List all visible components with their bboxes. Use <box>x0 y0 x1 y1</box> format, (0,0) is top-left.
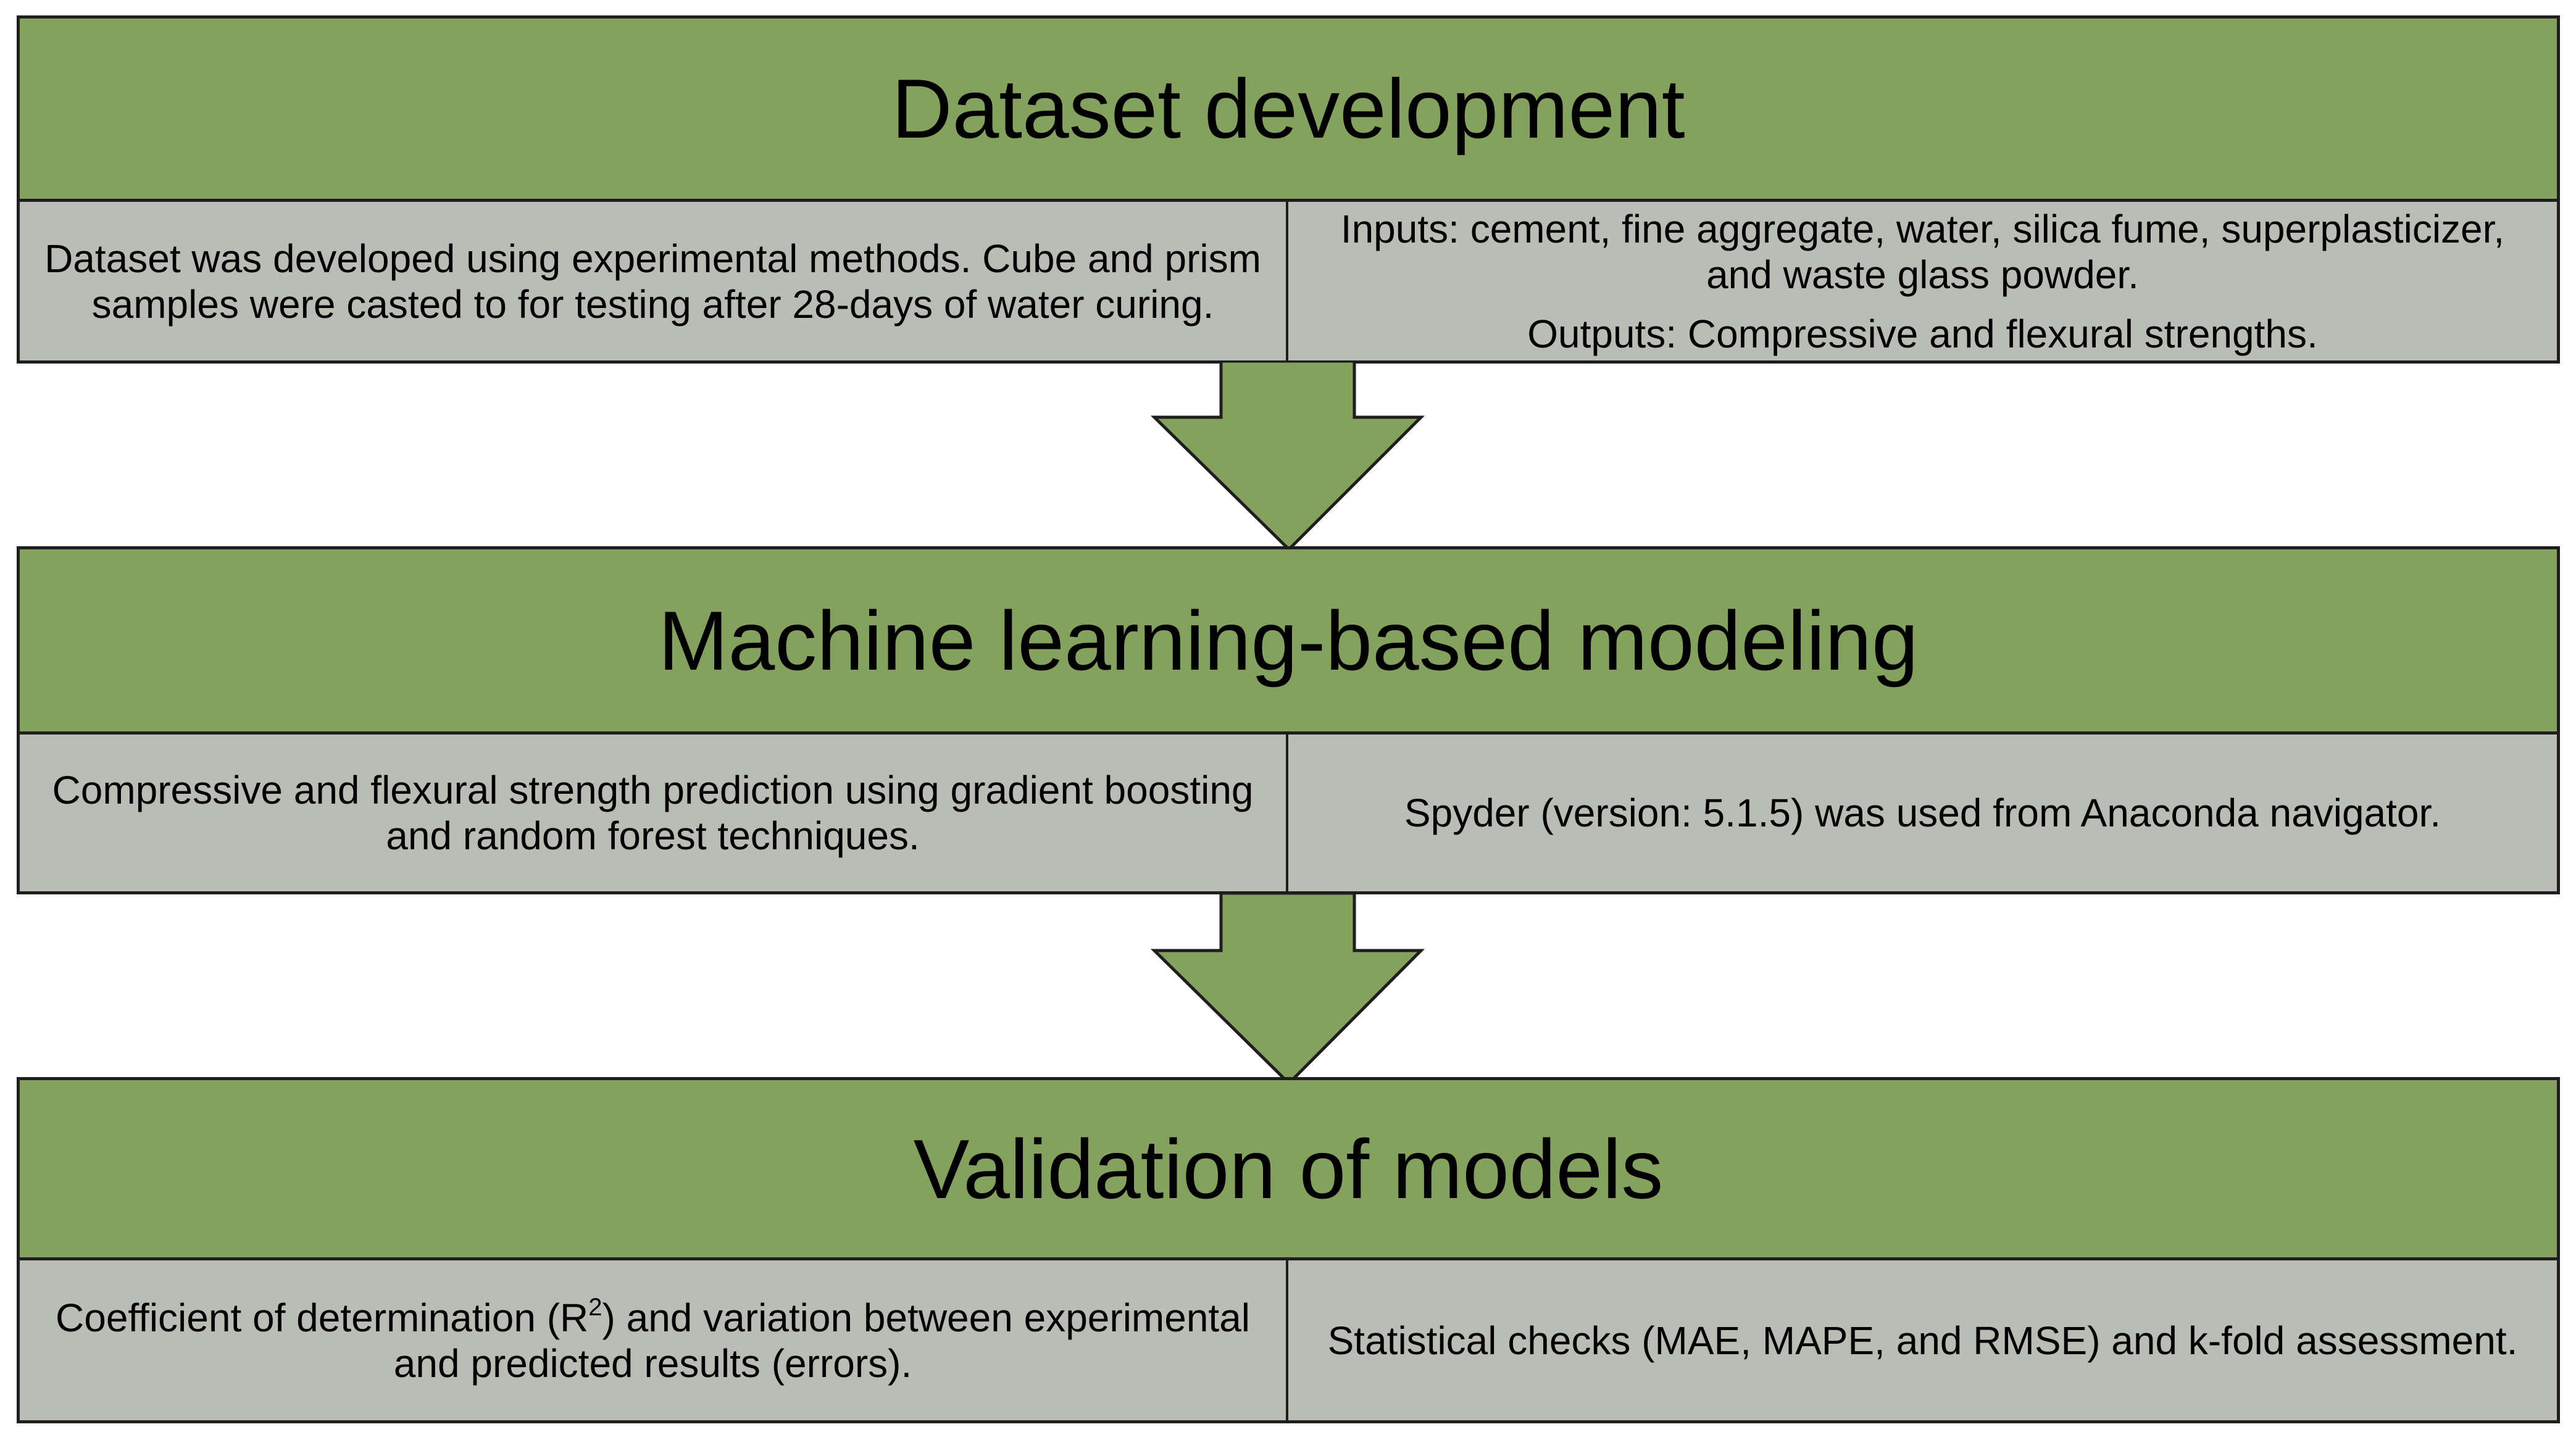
detail-text: Inputs: cement, fine aggregate, water, s… <box>1340 206 2505 297</box>
detail-text-part: Coefficient of determination (R <box>56 1295 589 1340</box>
flow-arrow <box>0 893 2576 1083</box>
down-arrow-shape <box>1150 893 1425 1083</box>
stage-header: Machine learning-based modeling <box>17 546 2560 735</box>
detail-text: Statistical checks (MAE, MAPE, and RMSE)… <box>1327 1318 2518 1363</box>
stage-details: Coefficient of determination (R2) and va… <box>17 1260 2560 1423</box>
down-arrow-shape <box>1150 361 1425 549</box>
detail-text-part: ) and variation between experimental and… <box>393 1295 1250 1386</box>
detail-right: Spyder (version: 5.1.5) was used from An… <box>1288 735 2557 891</box>
detail-text: Outputs: Compressive and flexural streng… <box>1527 311 2318 356</box>
stage-details: Dataset was developed using experimental… <box>17 202 2560 364</box>
detail-text: Coefficient of determination (R2) and va… <box>44 1295 1261 1386</box>
detail-text: Compressive and flexural strength predic… <box>52 768 1254 858</box>
stage-header: Dataset development <box>17 15 2560 202</box>
stage-details: Compressive and flexural strength predic… <box>17 735 2560 894</box>
superscript-two: 2 <box>588 1293 602 1321</box>
stage-header: Validation of models <box>17 1077 2560 1260</box>
detail-left: Dataset was developed using experimental… <box>20 202 1288 360</box>
detail-right: Inputs: cement, fine aggregate, water, s… <box>1288 202 2557 360</box>
stage-title: Dataset development <box>891 62 1685 156</box>
detail-left: Compressive and flexural strength predic… <box>20 735 1288 891</box>
stage-title: Validation of models <box>913 1122 1664 1216</box>
detail-text: Dataset was developed using experimental… <box>44 236 1261 327</box>
stage-title: Machine learning-based modeling <box>658 593 1919 688</box>
flow-arrow <box>0 361 2576 549</box>
detail-text: Spyder (version: 5.1.5) was used from An… <box>1404 791 2441 835</box>
detail-left: Coefficient of determination (R2) and va… <box>20 1260 1288 1420</box>
detail-right: Statistical checks (MAE, MAPE, and RMSE)… <box>1288 1260 2557 1420</box>
